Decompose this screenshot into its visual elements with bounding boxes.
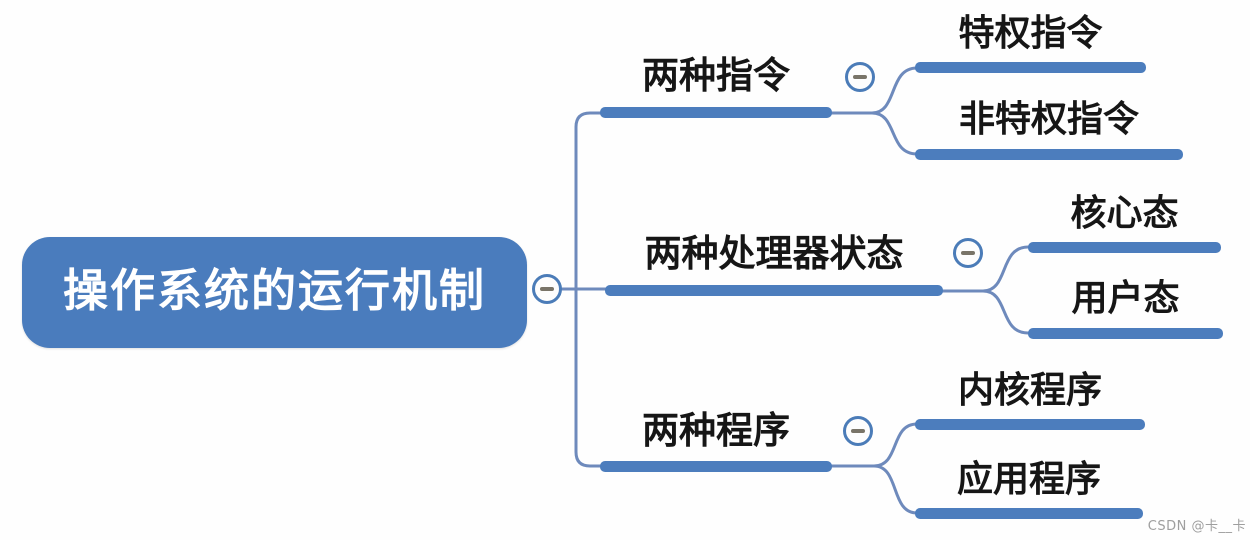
branch-instructions-label[interactable]: 两种指令 — [642, 54, 790, 97]
root-node[interactable]: 操作系统的运行机制 — [22, 237, 527, 348]
node-nonprivileged-instructions-underline — [915, 149, 1183, 160]
node-privileged-instructions-underline — [915, 62, 1146, 73]
node-application-programs-underline — [915, 508, 1143, 519]
node-privileged-instructions-label[interactable]: 特权指令 — [958, 13, 1103, 54]
node-user-mode-label[interactable]: 用户态 — [1071, 278, 1180, 319]
node-kernel-programs-underline — [915, 419, 1145, 430]
minus-icon — [853, 75, 867, 79]
branch-processor-states-underline — [605, 285, 943, 296]
branch-instructions-underline — [600, 107, 832, 118]
branch-programs-underline — [600, 461, 832, 472]
collapse-button-programs[interactable] — [843, 416, 873, 446]
minus-icon — [540, 287, 554, 291]
collapse-button-root[interactable] — [532, 274, 562, 304]
node-kernel-mode-label[interactable]: 核心态 — [1070, 193, 1179, 234]
node-application-programs-label[interactable]: 应用程序 — [956, 459, 1101, 500]
minus-icon — [961, 251, 975, 255]
minus-icon — [851, 429, 865, 433]
collapse-button-processor-states[interactable] — [953, 238, 983, 268]
node-user-mode-underline — [1028, 328, 1223, 339]
node-kernel-mode-underline — [1028, 242, 1221, 253]
node-nonprivileged-instructions-label[interactable]: 非特权指令 — [958, 99, 1139, 140]
node-kernel-programs-label[interactable]: 内核程序 — [957, 370, 1102, 411]
branch-programs-label[interactable]: 两种程序 — [642, 409, 790, 452]
csdn-watermark: CSDN @卡__卡 — [1147, 519, 1246, 534]
collapse-button-instructions[interactable] — [845, 62, 875, 92]
branch-processor-states-label[interactable]: 两种处理器状态 — [644, 232, 904, 275]
root-node-label: 操作系统的运行机制 — [62, 264, 486, 317]
